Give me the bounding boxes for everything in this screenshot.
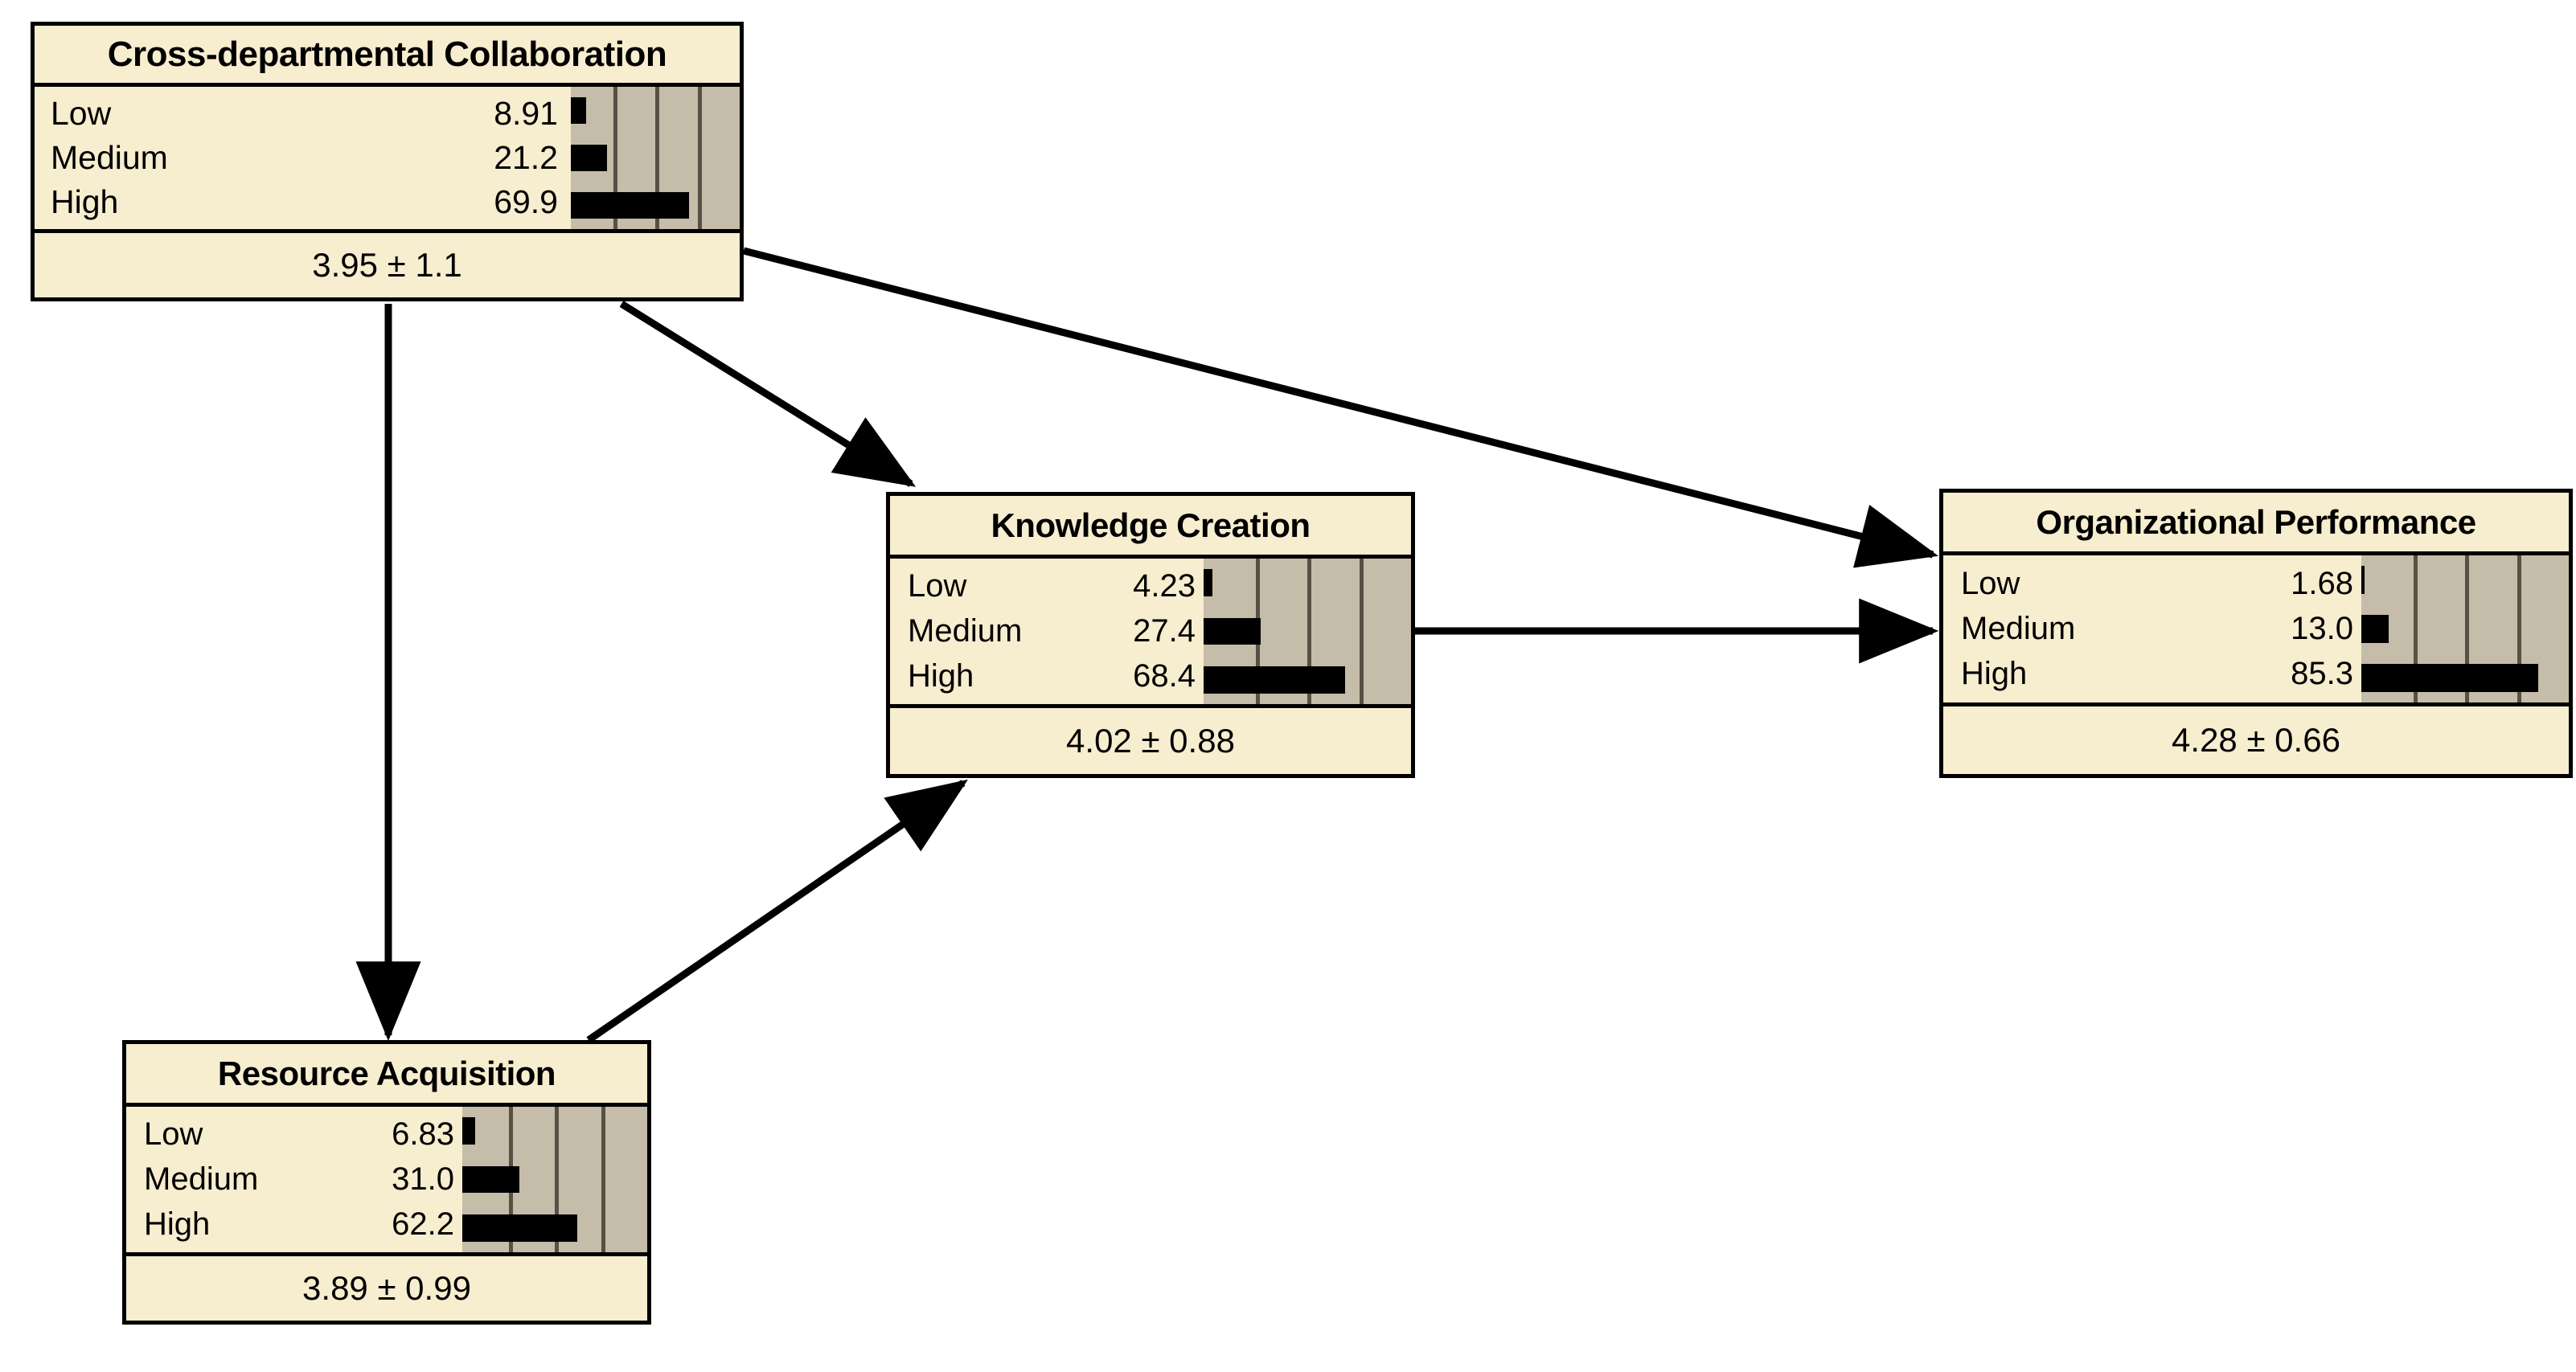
row-value: 8.91 (494, 95, 558, 132)
row-value: 69.9 (494, 183, 558, 220)
node-cross-departmental-collaboration[interactable]: Cross-departmental Collaboration Low 8.9… (31, 22, 744, 301)
bar-medium (462, 1165, 520, 1194)
gridline (613, 87, 617, 229)
edge-resource-acquisition-to-knowledge-creation (586, 779, 968, 1043)
gridline (601, 1107, 605, 1252)
node-body: Low 6.83 Medium 31.0 High 62.2 (126, 1107, 647, 1256)
row-label: High (51, 183, 119, 220)
bar-panel (2361, 555, 2569, 702)
table-row: Medium 13.0 (1961, 607, 2353, 652)
node-summary: 3.95 ± 1.1 (312, 246, 462, 284)
row-value: 31.0 (392, 1161, 454, 1197)
table-row: High 69.9 (51, 180, 558, 224)
bar-panel (1204, 559, 1411, 704)
table-row: Low 6.83 (144, 1112, 454, 1157)
node-resource-acquisition[interactable]: Resource Acquisition Low 6.83 Medium 31.… (122, 1040, 651, 1325)
bar-high (462, 1214, 578, 1242)
node-rows: Low 1.68 Medium 13.0 High 85.3 (1943, 555, 2361, 702)
table-row: High 68.4 (908, 654, 1196, 699)
row-label: High (1961, 656, 2028, 691)
bar-high (1204, 666, 1346, 694)
bar-medium (1204, 617, 1261, 645)
row-label: Low (144, 1116, 203, 1152)
table-row: Low 4.23 (908, 564, 1196, 609)
node-summary: 4.28 ± 0.66 (2172, 721, 2340, 759)
bar-low (462, 1117, 475, 1145)
node-rows: Low 4.23 Medium 27.4 High 68.4 (890, 559, 1204, 704)
bar-low (2361, 566, 2365, 594)
bar-low (1204, 569, 1212, 597)
node-summary: 3.89 ± 0.99 (302, 1269, 471, 1307)
bar-panel (462, 1107, 647, 1252)
node-title: Knowledge Creation (890, 496, 1411, 559)
node-summary: 4.02 ± 0.88 (1066, 722, 1235, 760)
node-rows: Low 8.91 Medium 21.2 High 69.9 (35, 87, 571, 229)
row-label: Medium (51, 139, 168, 176)
row-label: Low (51, 95, 112, 132)
row-value: 4.23 (1133, 568, 1196, 604)
gridline (1307, 559, 1311, 704)
bar-high (2361, 664, 2539, 692)
gridline (2465, 555, 2469, 702)
table-row: Low 8.91 (51, 92, 558, 136)
row-value: 13.0 (2291, 611, 2353, 646)
bar-panel (571, 87, 740, 229)
gridline (555, 1107, 559, 1252)
row-label: Medium (144, 1161, 259, 1197)
row-value: 21.2 (494, 139, 558, 176)
node-body: Low 8.91 Medium 21.2 High 69.9 (35, 87, 740, 233)
table-row: Medium 27.4 (908, 609, 1196, 654)
table-row: Medium 31.0 (144, 1157, 454, 1202)
bar-medium (2361, 615, 2389, 643)
node-body: Low 1.68 Medium 13.0 High 85.3 (1943, 555, 2569, 706)
node-organizational-performance[interactable]: Organizational Performance Low 1.68 Medi… (1939, 489, 2573, 778)
row-value: 85.3 (2291, 656, 2353, 691)
edge-cdc-to-knowledge-creation (619, 301, 917, 487)
table-row: Medium 21.2 (51, 136, 558, 180)
bar-high (571, 191, 689, 219)
row-label: Medium (1961, 611, 2076, 646)
gridline (2413, 555, 2418, 702)
row-label: Low (908, 568, 967, 604)
row-value: 6.83 (392, 1116, 454, 1152)
row-value: 27.4 (1133, 613, 1196, 649)
table-row: Low 1.68 (1961, 562, 2353, 607)
row-value: 62.2 (392, 1206, 454, 1242)
row-label: Low (1961, 566, 2020, 601)
node-title: Cross-departmental Collaboration (35, 26, 740, 87)
table-row: High 85.3 (1961, 652, 2353, 697)
table-row: High 62.2 (144, 1202, 454, 1247)
gridline (655, 87, 659, 229)
gridline (697, 87, 702, 229)
gridline (1359, 559, 1364, 704)
node-body: Low 4.23 Medium 27.4 High 68.4 (890, 559, 1411, 708)
row-value: 1.68 (2291, 566, 2353, 601)
node-title: Organizational Performance (1943, 493, 2569, 555)
bar-low (571, 96, 586, 124)
node-rows: Low 6.83 Medium 31.0 High 62.2 (126, 1107, 462, 1252)
row-label: High (144, 1206, 211, 1242)
row-label: Medium (908, 613, 1023, 649)
node-title: Resource Acquisition (126, 1044, 647, 1107)
bar-medium (571, 144, 607, 171)
node-knowledge-creation[interactable]: Knowledge Creation Low 4.23 Medium 27.4 … (886, 492, 1415, 778)
row-value: 68.4 (1133, 658, 1196, 694)
gridline (2517, 555, 2521, 702)
row-label: High (908, 658, 974, 694)
